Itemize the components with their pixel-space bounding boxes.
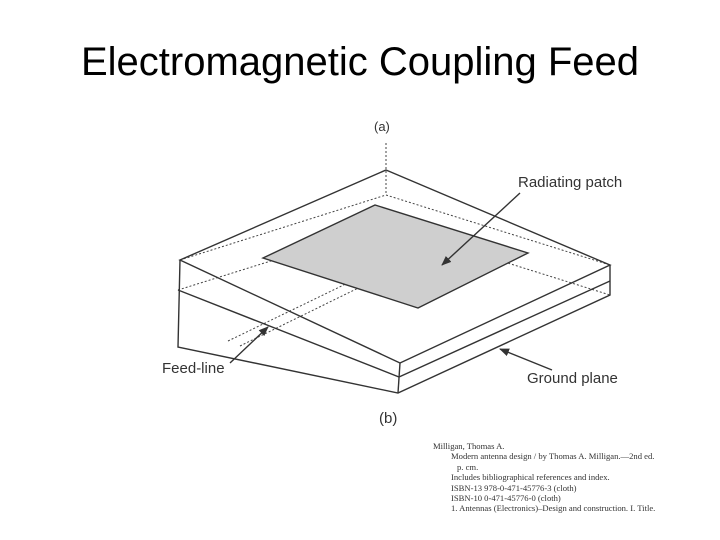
top-partial-label: (a) xyxy=(374,119,390,134)
citation-line: ISBN-13 978-0-471-45776-3 (cloth) xyxy=(451,482,577,493)
substrate-sides xyxy=(177,259,611,394)
slide-title: Electromagnetic Coupling Feed xyxy=(80,40,640,84)
citation-line: p. cm. xyxy=(457,461,479,472)
radiating-patch-arrow xyxy=(441,192,521,266)
citation-line: 1. Antennas (Electronics)–Design and con… xyxy=(451,503,656,514)
radiating-patch-label: Radiating patch xyxy=(518,174,622,191)
panel-label: (b) xyxy=(379,410,397,427)
book-citation: Milligan, Thomas A. Modern antenna desig… xyxy=(433,441,703,514)
radiating-patch xyxy=(261,204,530,309)
ground-plane-label: Ground plane xyxy=(527,370,618,387)
citation-line: ISBN-10 0-471-45776-0 (cloth) xyxy=(451,493,561,504)
microstrip-patch-diagram: (a) Radiating patch Feed-line Ground pla… xyxy=(162,119,622,427)
citation-line: Includes bibliographical references and … xyxy=(451,472,610,483)
ground-plane-arrow xyxy=(499,348,553,371)
feed-line-arrow xyxy=(229,326,269,364)
citation-line: Modern antenna design / by Thomas A. Mil… xyxy=(451,451,655,462)
feed-line-label: Feed-line xyxy=(162,360,225,377)
citation-line: Milligan, Thomas A. xyxy=(433,441,505,451)
